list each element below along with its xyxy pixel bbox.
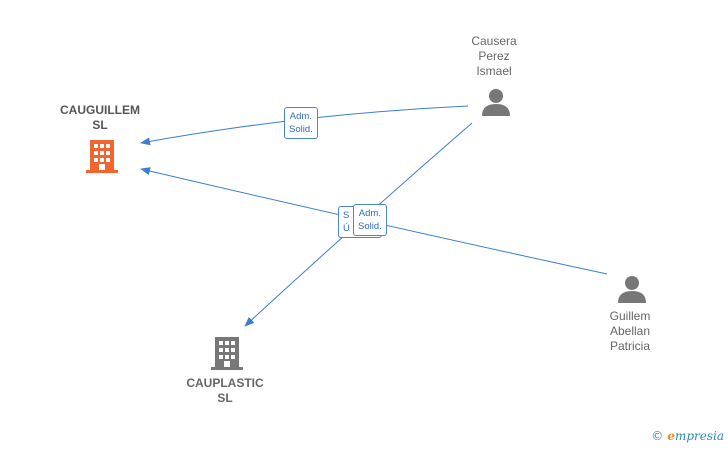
company-name-line: CAUGUILLEM <box>60 103 140 117</box>
relation-label-line: Solid. <box>289 124 313 135</box>
empresia-watermark: ©empresia <box>651 429 724 443</box>
person-name-line: Guillem <box>609 309 651 323</box>
company-name-line: SL <box>217 391 233 405</box>
person-name-line: Abellan <box>609 324 651 338</box>
relation-label-adm-solid[interactable]: Adm. Solid. <box>353 204 387 236</box>
person-name-line: Perez <box>478 49 510 63</box>
company-label-cauguillem[interactable]: CAUGUILLEM SL <box>40 103 160 133</box>
relation-label-line: S <box>343 210 350 221</box>
copyright-symbol: © <box>651 429 664 443</box>
building-icon[interactable] <box>86 140 118 173</box>
brand-e-letter: e <box>667 429 675 443</box>
company-label-cauplastic[interactable]: CAUPLASTIC SL <box>165 376 285 406</box>
person-name-line: Ismael <box>476 64 512 78</box>
person-icon[interactable] <box>618 276 646 303</box>
company-name-line: SL <box>92 118 108 132</box>
person-name-line: Causera <box>471 34 517 48</box>
company-name-line: CAUPLASTIC <box>186 376 264 390</box>
person-icon[interactable] <box>482 89 510 116</box>
person-label-causera[interactable]: Causera Perez Ismael <box>454 34 534 79</box>
relation-label-line: Adm. <box>289 111 312 122</box>
relation-label-line: Solid. <box>358 221 382 232</box>
brand-name: mpresia <box>674 429 724 443</box>
person-label-guillem[interactable]: Guillem Abellan Patricia <box>590 309 670 354</box>
person-name-line: Patricia <box>609 339 650 353</box>
relation-label-line: Adm. <box>358 208 381 219</box>
relation-label-adm-solid[interactable]: Adm. Solid. <box>284 107 318 139</box>
building-icon[interactable] <box>211 337 243 370</box>
relation-label-line: Ú <box>343 223 350 234</box>
